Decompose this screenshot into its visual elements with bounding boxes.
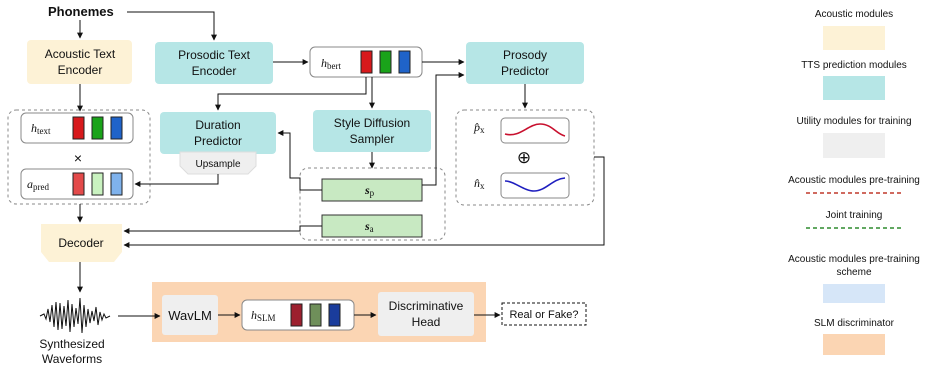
h-text-symbol: htext — [31, 121, 51, 136]
style-vector-dashed-group — [299, 167, 446, 241]
upsample-label: Upsample — [195, 159, 240, 170]
phonemes-label: Phonemes — [48, 4, 114, 19]
prosody-output-dashed-group — [455, 109, 595, 206]
style-diffusion-sampler-label-2: Sampler — [350, 132, 395, 146]
prosody-predictor-box — [466, 42, 584, 84]
duration-predictor-box — [160, 112, 276, 154]
prosody-predictor-label-2: Predictor — [501, 64, 549, 78]
prosody-predictor-label: Prosody — [503, 48, 547, 62]
style-diffusion-sampler-label: Style Diffusion — [334, 116, 410, 130]
acoustic-text-encoder-label-2: Encoder — [58, 63, 103, 77]
h-slm-symbol: hSLM — [251, 308, 276, 323]
upsample-box — [179, 151, 257, 175]
multiply-symbol: × — [74, 150, 82, 166]
legend-tts-swatch — [823, 76, 885, 100]
legend-acoustic-pretrain-label: Acoustic modules pre-training — [788, 175, 920, 186]
a-pred-token-blue — [110, 172, 123, 196]
wavlm-box — [162, 295, 218, 335]
legend-scheme-label: Acoustic modules pre-training — [788, 254, 920, 265]
arrow-upsample-to-a-pred — [134, 174, 219, 187]
decoder-label: Decoder — [58, 236, 103, 250]
legend-acoustic-swatch — [823, 26, 885, 50]
energy-curve-box — [500, 172, 570, 199]
duration-predictor-label-2: Predictor — [194, 134, 242, 148]
arrow-s-p-to-duration-predictor — [277, 130, 322, 191]
h-bert-token-green — [379, 50, 392, 74]
a-pred-token-red — [72, 172, 85, 196]
energy-curve — [504, 177, 566, 192]
style-diffusion-sampler-box — [313, 110, 431, 152]
legend-scheme-label-2: scheme — [836, 267, 871, 278]
real-or-fake-box — [501, 302, 587, 326]
arrow-prosody-outputs-to-decoder — [123, 156, 605, 248]
a-pred-symbol: apred — [27, 177, 49, 192]
prosodic-text-encoder-box — [155, 42, 273, 84]
s-p-symbol: sp — [364, 183, 375, 198]
legend-slm-label: SLM discriminator — [814, 318, 895, 329]
synthesized-waveforms-label: Synthesized — [39, 337, 104, 351]
arrow-s-p-to-prosody-predictor — [422, 72, 465, 186]
pitch-curve — [504, 123, 566, 137]
arrow-h-bert-to-duration-predictor — [215, 77, 367, 111]
arrow-phonemes-to-prosodic-encoder — [127, 11, 217, 41]
discriminative-head-label: Discriminative — [389, 299, 464, 313]
h-bert-token-red — [360, 50, 373, 74]
legend-acoustic-label: Acoustic modules — [815, 9, 893, 20]
acoustic-text-encoder-label: Acoustic Text — [45, 47, 116, 61]
legend-scheme-swatch — [823, 284, 885, 303]
legend: Acoustic modules TTS prediction modules … — [788, 9, 920, 355]
legend-tts-label: TTS prediction modules — [801, 60, 907, 71]
oplus-symbol: ⊕ — [517, 148, 531, 167]
legend-slm-swatch — [823, 334, 885, 355]
h-text-token-red — [72, 116, 85, 140]
h-bert-token-blue — [398, 50, 411, 74]
acoustic-text-encoder-box — [27, 40, 132, 84]
duration-predictor-label: Duration — [195, 118, 240, 132]
decoder-box — [41, 224, 122, 262]
connection-arrows — [77, 11, 605, 319]
h-bert-symbol: hbert — [321, 56, 341, 71]
legend-utility-label: Utility modules for training — [796, 116, 911, 127]
discriminative-head-box — [378, 292, 474, 336]
legend-joint-label: Joint training — [826, 210, 883, 221]
n-x-symbol: n̂x — [474, 176, 485, 191]
synthesized-waveforms-label-2: Waveforms — [42, 352, 102, 366]
wavlm-label: WavLM — [168, 308, 212, 323]
h-text-token-green — [91, 116, 104, 140]
h-slm-token-blue — [328, 303, 341, 327]
h-slm-token-green — [309, 303, 322, 327]
prosodic-text-encoder-label: Prosodic Text — [178, 48, 250, 62]
pitch-curve-box — [500, 117, 570, 144]
a-pred-token-green — [91, 172, 104, 196]
h-text-token-blue — [110, 116, 123, 140]
p-x-symbol: p̂x — [473, 120, 485, 135]
h-slm-token-red — [290, 303, 303, 327]
arrow-s-a-to-decoder — [123, 225, 322, 234]
discriminative-head-label-2: Head — [412, 315, 441, 329]
s-a-symbol: sa — [364, 219, 374, 234]
real-or-fake-label: Real or Fake? — [509, 309, 578, 321]
legend-utility-swatch — [823, 133, 885, 158]
prosodic-text-encoder-label-2: Encoder — [192, 64, 237, 78]
synthesized-waveform-icon — [39, 297, 111, 334]
